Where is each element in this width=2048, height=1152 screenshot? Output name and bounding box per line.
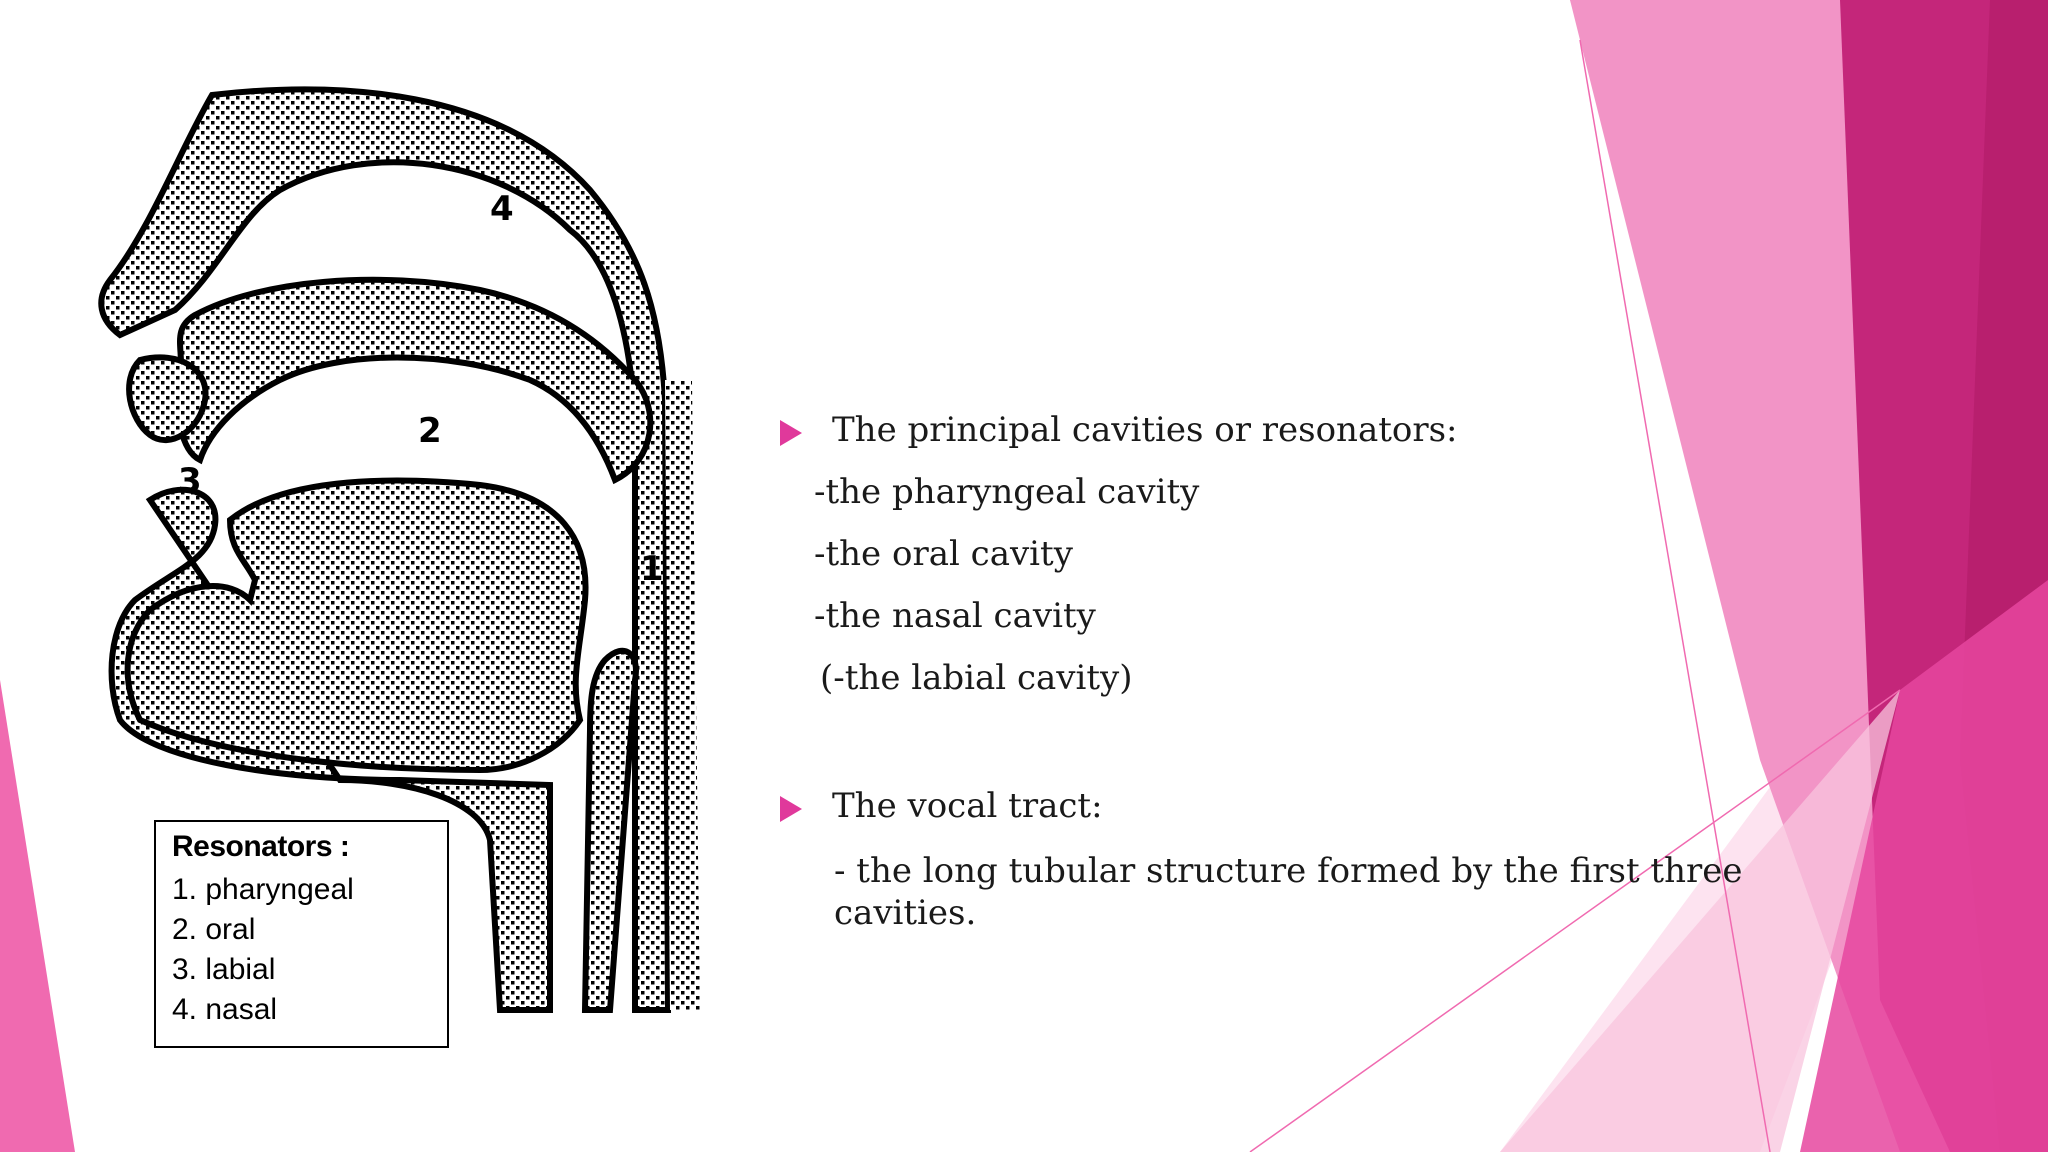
bottom-right-pink-triangle [1800, 580, 2048, 1152]
bullet-principal-cavities: The principal cavities or resonators: [780, 410, 1458, 450]
vocal-tract-detail: - the long tubular structure formed by t… [834, 851, 1743, 933]
upper-lip [126, 354, 209, 443]
bullet-triangle-icon [780, 420, 802, 446]
tongue [124, 477, 589, 774]
legend-item: 1. pharyngeal [172, 873, 354, 906]
left-pink-sliver [0, 680, 75, 1152]
nasal-upper-band [98, 86, 672, 1013]
legend-title: Resonators : [172, 830, 350, 863]
label-1: 1 [640, 549, 664, 589]
resonators-legend: Resonators : 1. pharyngeal 2. oral 3. la… [154, 820, 449, 1048]
legend-item: 3. labial [172, 953, 276, 986]
sub-item: -the nasal cavity [814, 596, 1096, 636]
vocal-tract-diagram: 4 2 3 1 [98, 86, 700, 1013]
sub-item: -the pharyngeal cavity [814, 472, 1200, 512]
bullet-triangle-icon [780, 796, 802, 822]
palate [175, 276, 654, 485]
bottom-right-pale-triangle [1500, 690, 1900, 1152]
bullet-text: The principal cavities or resonators: [832, 410, 1458, 450]
sub-item: (-the labial cavity) [820, 658, 1133, 698]
legend-item: 4. nasal [172, 993, 278, 1026]
label-2: 2 [418, 411, 442, 451]
legend-item: 2. oral [172, 913, 256, 946]
label-4: 4 [490, 189, 514, 229]
thin-diagonal-line-1 [1249, 689, 1901, 1152]
thin-diagonal-line-2 [1579, 39, 1771, 1152]
pharyngeal-wall [665, 380, 700, 1010]
bullet-vocal-tract: The vocal tract: [780, 786, 1103, 826]
larynx-tube [581, 647, 639, 1013]
sub-item: -the oral cavity [814, 534, 1073, 574]
label-3: 3 [178, 461, 202, 501]
bullet-text: The vocal tract: [832, 786, 1103, 826]
